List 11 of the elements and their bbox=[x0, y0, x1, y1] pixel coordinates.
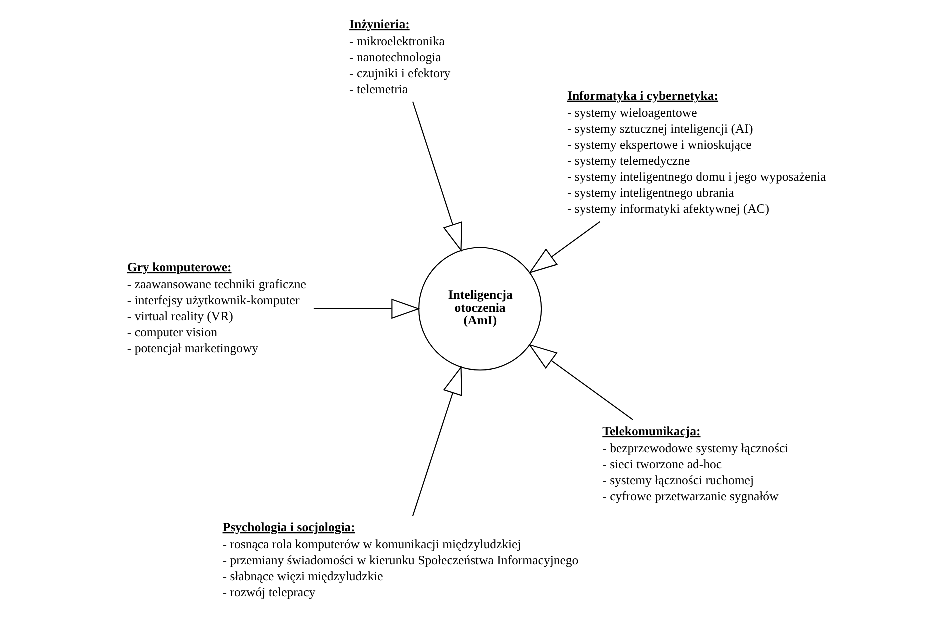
node-text: Informatyka i cybernetyka: - systemy wieloagentowe - systemy sztucznej inteligencji (AI) - systemy ekspertowe i wnioskujące - systemy telemedyczne - systemy inteligentnego domu i jego wyposażenia - systemy inteligentnego ubrania - systemy informatyki afektywnej (AC) bbox=[566, 88, 826, 216]
arrow bbox=[313, 298, 420, 319]
node-text: Psychologia i socjologia: - rosnąca rola komputerów w komunikacji międzyludzkiej - przemiany świadomości w kierunku Społeczeństwa Informacyjnego - słabnące więzi międzyludzkie - rozwój telepracy bbox=[222, 520, 578, 599]
arrow bbox=[528, 344, 634, 420]
node-text: Telekomunikacja: - bezprzewodowe systemy łączności - sieci tworzone ad-hoc - systemy łączności ruchomej - cyfrowe przetwarzanie sygnałów bbox=[602, 424, 788, 503]
node-circle: Inteligencja otoczenia (AmI) bbox=[418, 246, 542, 370]
node-text: Gry komputerowe: - zaawansowane techniki graficzne - interfejsy użytkownik-komputer - virtual reality (VR) - computer vision - potencjał marketingowy bbox=[126, 260, 306, 355]
node-text: Inżynieria: - mikroelektronika - nanotechnologia - czujniki i efektory - telemetria bbox=[349, 16, 450, 96]
arrow bbox=[528, 221, 600, 274]
arrow bbox=[412, 366, 462, 516]
arrow bbox=[412, 101, 462, 252]
